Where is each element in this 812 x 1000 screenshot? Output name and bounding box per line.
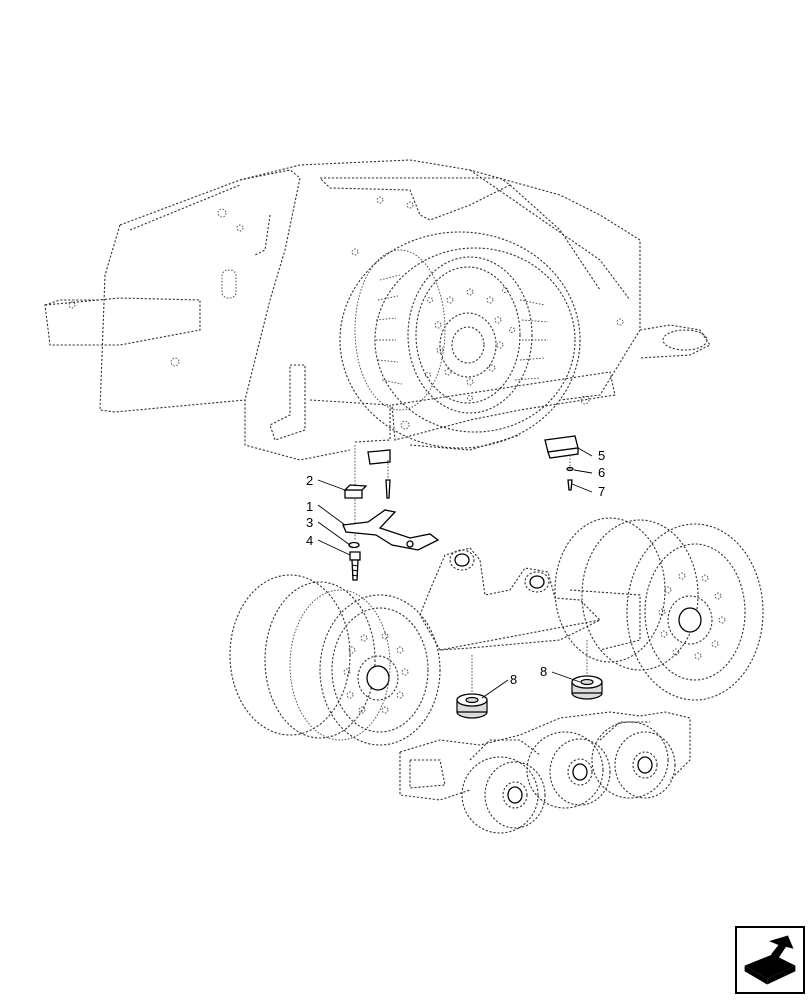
callout-4: 4 (306, 533, 313, 548)
screw-part-7 (567, 479, 573, 491)
triple-roller-bogie (399, 711, 691, 834)
mid-roller-left (229, 574, 441, 746)
callout-labels: 1 2 3 4 5 6 7 8 8 (306, 448, 605, 687)
rubber-mount-part-8-right (571, 675, 603, 700)
callout-1: 1 (306, 499, 313, 514)
mid-roller-right (554, 517, 764, 701)
pad-upper-left (367, 449, 391, 465)
callout-7: 7 (598, 484, 605, 499)
callout-6: 6 (598, 465, 605, 480)
callout-2: 2 (306, 473, 313, 488)
pad-part-5 (544, 435, 579, 459)
rubber-mount-part-8-left (456, 693, 488, 719)
callout-8-right: 8 (540, 664, 547, 679)
screw-upper-left (385, 479, 391, 499)
bogie-beam (419, 547, 641, 651)
callout-3: 3 (306, 515, 313, 530)
callout-5: 5 (598, 448, 605, 463)
alignment-lines-lower (471, 640, 588, 694)
arrow-box-icon (744, 935, 796, 985)
next-page-button[interactable] (735, 926, 805, 994)
pad-part-2 (343, 484, 368, 499)
bolt-part-4 (349, 551, 361, 581)
washer-part-3 (348, 541, 360, 549)
drive-wheel (339, 231, 581, 451)
chassis-frame (44, 159, 711, 461)
mounting-plate (391, 371, 616, 441)
alignment-lines (354, 445, 571, 540)
bracket-part-1 (342, 509, 440, 551)
callout-8-left: 8 (510, 672, 517, 687)
callout-leaders (317, 447, 593, 699)
